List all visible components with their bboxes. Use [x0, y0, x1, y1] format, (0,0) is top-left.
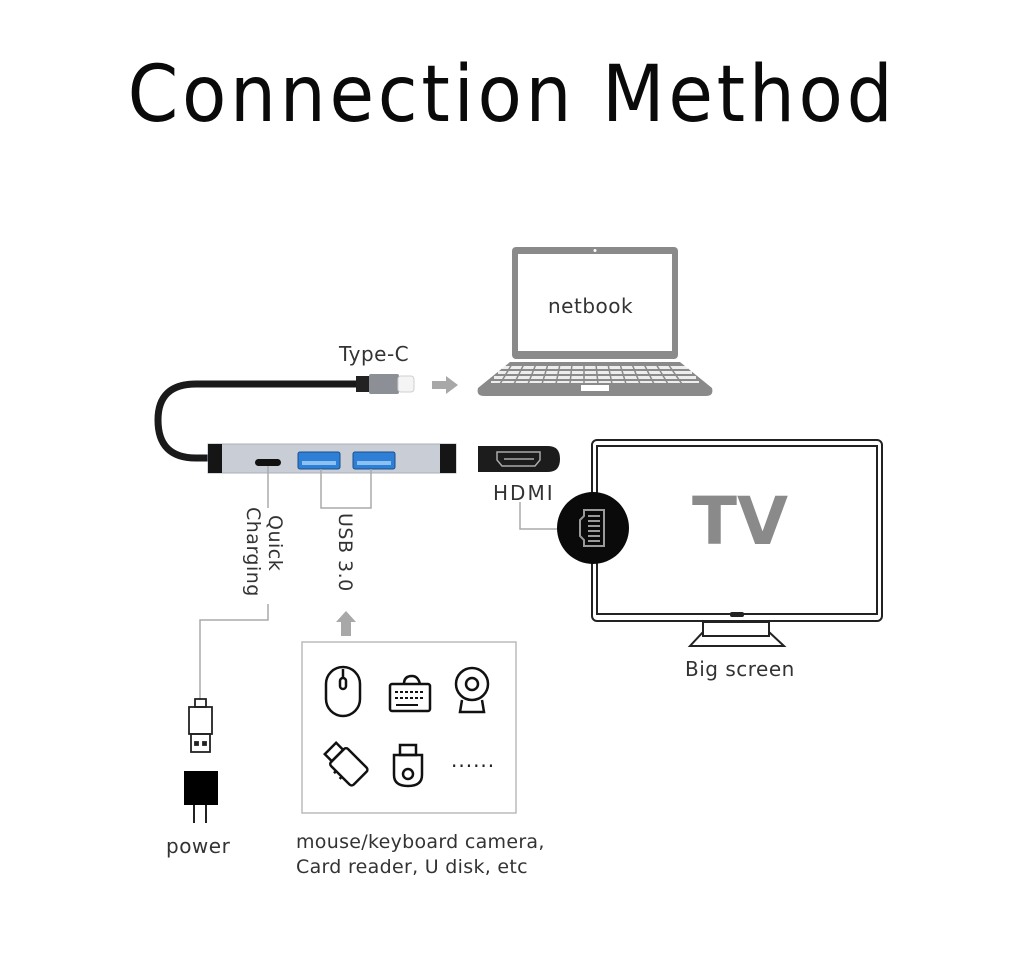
- connector-lines: [199, 466, 560, 700]
- page-title: Connection Method: [127, 50, 897, 140]
- usb-a-plug-icon: [188, 698, 213, 753]
- caption-line-2: Card reader, U disk, etc: [296, 856, 528, 878]
- netbook-label: netbook: [548, 294, 634, 318]
- usb-3-label: USB 3.0: [334, 513, 356, 592]
- u-disk-icon: [392, 743, 424, 788]
- more-devices-ellipsis: ......: [451, 748, 496, 772]
- hdmi-plug-icon: [478, 446, 560, 472]
- hdmi-port-icon: [557, 492, 629, 564]
- usb-a-port: [352, 451, 396, 470]
- arrow-right-icon: [432, 376, 458, 394]
- power-label: power: [166, 834, 231, 858]
- usb-hub: [207, 443, 457, 474]
- peripherals-box: [301, 641, 517, 814]
- charging-label-text: Charging: [242, 507, 264, 597]
- hdmi-label: HDMI: [493, 481, 555, 505]
- type-c-plug-icon: [356, 374, 415, 394]
- usb-flash-drive-icon: [323, 741, 369, 787]
- peripherals-caption: mouse/keyboard camera, Card reader, U di…: [296, 830, 545, 880]
- tv-icon: [591, 439, 883, 647]
- netbook-icon: [477, 247, 713, 396]
- keyboard-icon: [388, 674, 432, 713]
- type-c-label: Type-C: [339, 342, 410, 366]
- usb-c-cable: [154, 380, 360, 462]
- big-screen-label: Big screen: [685, 657, 795, 681]
- mouse-icon: [324, 665, 362, 718]
- usb-c-port: [255, 459, 281, 466]
- arrow-up-icon: [336, 611, 356, 636]
- power-adapter-icon: [184, 771, 218, 823]
- webcam-icon: [454, 666, 490, 714]
- tv-label: TV: [692, 483, 789, 560]
- quick-label: Quick: [264, 515, 286, 572]
- usb-a-port: [297, 451, 341, 470]
- caption-line-1: mouse/keyboard camera,: [296, 831, 545, 853]
